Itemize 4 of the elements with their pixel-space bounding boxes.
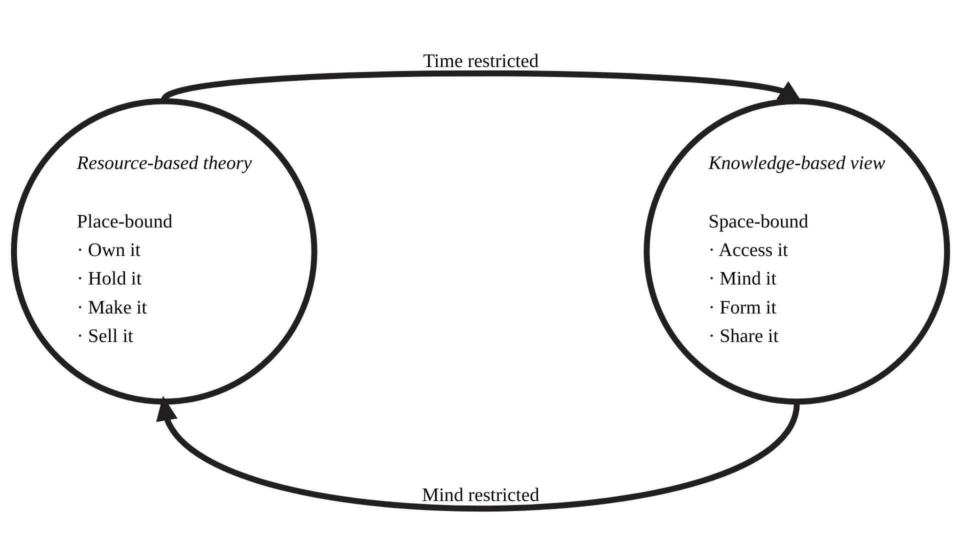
node-circle: Resource-based theory Place-bound · Own it · Hold it · Make it · Sell it	[10, 98, 317, 404]
edge-label: Mind restricted	[421, 484, 539, 506]
node-circle: Knowledge-based view Space-bound · Access it · Mind it · Form it · Share it	[643, 98, 950, 404]
edge-label: Time restricted	[422, 50, 538, 72]
